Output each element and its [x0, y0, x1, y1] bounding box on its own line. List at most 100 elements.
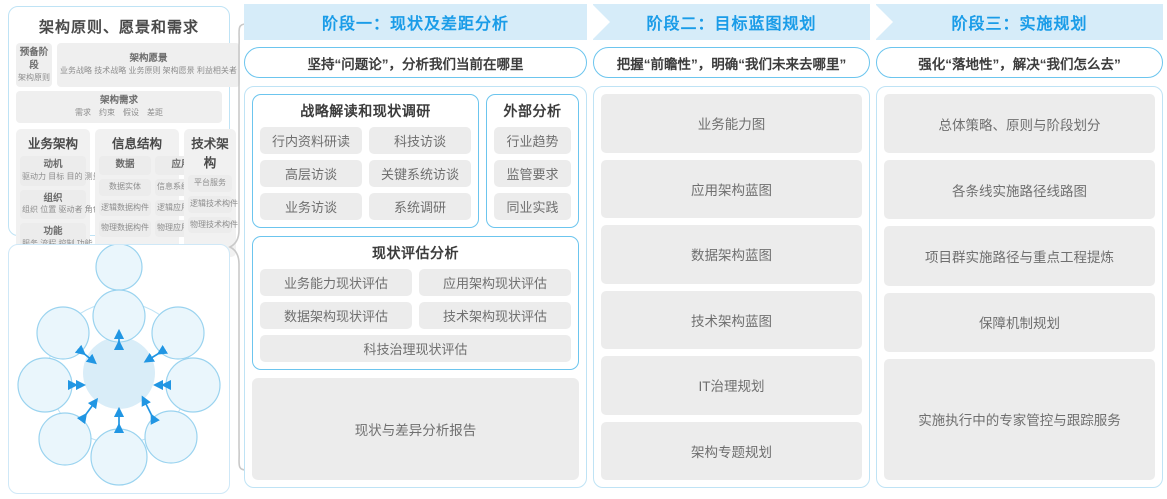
cell-physical-data-component: 物理数据构件	[99, 220, 151, 238]
phase-1-top-sections: 战略解读和现状调研 行内资料研读 科技访谈 高层访谈 关键系统访谈	[252, 94, 579, 228]
chip-item[interactable]: 数据架构蓝图	[601, 225, 862, 284]
chip-item[interactable]: 系统调研	[369, 193, 471, 220]
column-title-information: 信息结构	[111, 137, 162, 152]
section-current-state-assessment: 现状评估分析 业务能力现状评估 应用架构现状评估 数据架构现状评估 技术架构现状…	[252, 236, 579, 370]
information-data-column: 数据 数据实体 逻辑数据构件 物理数据构件	[99, 156, 151, 238]
adm-node-d	[144, 410, 198, 464]
chip-item[interactable]: 高层访谈	[260, 160, 362, 187]
phase-3-subtitle: 强化“落地性”，解决“我们怎么去”	[876, 47, 1163, 78]
adm-node-h	[36, 306, 90, 360]
chip-item[interactable]: 科技治理现状评估	[260, 335, 571, 362]
cell-organization: 组织 组织 位置 驱动者 角色	[20, 189, 101, 220]
chip-row: 数据架构现状评估 技术架构现状评估	[260, 302, 571, 329]
technical-cells: 平台服务 逻辑技术构件 物理技术构件	[188, 175, 238, 234]
chip-item[interactable]: 数据架构现状评估	[260, 302, 412, 329]
assessment-chip-grid: 业务能力现状评估 应用架构现状评估 数据架构现状评估 技术架构现状评估 科技治理…	[260, 269, 571, 362]
chip-item[interactable]: 架构专题规划	[601, 421, 862, 480]
chip-item[interactable]: 项目群实施路径与重点工程提炼	[884, 226, 1155, 286]
adm-node-prep	[95, 245, 143, 291]
section-title-assessment: 现状评估分析	[372, 245, 459, 261]
phase-2-body: 业务能力图 应用架构蓝图 数据架构蓝图 技术架构蓝图 IT治理规划 架构专题规划	[593, 86, 870, 488]
phase-1-body: 战略解读和现状调研 行内资料研读 科技访谈 高层访谈 关键系统访谈	[244, 86, 587, 488]
external-chip-grid: 行业趋势 监管要求 同业实践	[494, 127, 571, 220]
column-title-business: 业务架构	[27, 137, 78, 152]
chip-item[interactable]: 各条线实施路径线路图	[884, 160, 1155, 220]
adm-node-g	[17, 357, 73, 413]
chip-item[interactable]: 保障机制规划	[884, 292, 1155, 352]
cell-physical-technology-component: 物理技术构件	[188, 216, 238, 234]
chip-item[interactable]: 业务访谈	[260, 193, 362, 220]
chip-item[interactable]: IT治理规划	[601, 356, 862, 415]
architecture-vision-box: 架构愿景 业务战略 技术战略 业务原则 架构愿景 利益相关者	[57, 43, 240, 88]
phase-1-title: 阶段一：现状及差距分析	[321, 16, 509, 33]
phase-2-band: 阶段二：目标蓝图规划	[593, 4, 870, 40]
chip-item[interactable]: 业务能力图	[601, 94, 862, 153]
phase-1-subtitle: 坚持“问题论”，分析我们当前在哪里	[244, 47, 587, 78]
adm-center-circle	[83, 337, 155, 409]
framework-title: 架构原则、愿景和需求	[38, 19, 199, 36]
adm-node-f	[38, 412, 92, 466]
section-title-strategy: 战略解读和现状调研	[300, 103, 431, 119]
adm-node-b	[151, 306, 205, 360]
chip-item[interactable]: 行内资料研读	[260, 127, 362, 154]
cell-platform-service: 平台服务	[188, 175, 232, 192]
left-panel: 架构原则、愿景和需求 预备阶段 架构原则 架构愿景 业务战略 技术战略 业务原则…	[8, 6, 240, 494]
business-cells: 动机 驱动力 目标 目的 测量 组织 组织 位置 驱动者 角色 功能 服务 流程…	[20, 156, 101, 253]
chip-item[interactable]: 技术架构现状评估	[419, 302, 571, 329]
column-business-architecture: 业务架构 动机 驱动力 目标 目的 测量 组织 组织 位置 驱动者 角色 功能	[16, 129, 101, 257]
chip-row: 业务能力现状评估 应用架构现状评估	[260, 269, 571, 296]
phase-2-title: 阶段二：目标蓝图规划	[646, 16, 817, 33]
framework-top-row: 预备阶段 架构原则 架构愿景 业务战略 技术战略 业务原则 架构愿景 利益相关者	[16, 43, 240, 88]
strategy-chip-grid: 行内资料研读 科技访谈 高层访谈 关键系统访谈 业务访谈 系统调研	[260, 127, 471, 220]
framework-columns: 业务架构 动机 驱动力 目标 目的 测量 组织 组织 位置 驱动者 角色 功能	[16, 129, 238, 257]
chip-item[interactable]: 应用架构蓝图	[601, 159, 862, 218]
phase-3-item-stack: 总体策略、原则与阶段划分 各条线实施路径线路图 项目群实施路径与重点工程提炼 保…	[884, 94, 1155, 480]
phase-3-band: 阶段三：实施规划	[876, 4, 1163, 40]
phase-column-2: 阶段二：目标蓝图规划 把握“前瞻性”，明确“我们未来去哪里” 业务能力图 应用架…	[593, 4, 870, 496]
chip-row: 业务访谈 系统调研	[260, 193, 471, 220]
requirement-sub: 需求 约束 假设 差距	[75, 108, 163, 118]
phase-column-1: 阶段一：现状及差距分析 坚持“问题论”，分析我们当前在哪里 战略解读和现状调研 …	[244, 4, 587, 496]
chip-item[interactable]: 科技访谈	[369, 127, 471, 154]
prep-stage-sub: 架构原则	[18, 72, 50, 82]
column-information-structure: 信息结构 数据 数据实体 逻辑数据构件	[95, 129, 207, 257]
adm-node-c	[165, 357, 221, 413]
chip-item[interactable]: 应用架构现状评估	[419, 269, 571, 296]
section-title-external: 外部分析	[503, 103, 562, 119]
cell-data: 数据	[99, 156, 151, 175]
chip-item[interactable]: 总体策略、原则与阶段划分	[884, 94, 1155, 154]
gap-analysis-report-box[interactable]: 现状与差异分析报告	[252, 378, 579, 480]
chip-item[interactable]: 行业趋势	[494, 127, 571, 154]
chip-item[interactable]: 技术架构蓝图	[601, 290, 862, 349]
chip-item[interactable]: 实施执行中的专家管控与跟踪服务	[884, 358, 1155, 480]
information-subcolumns: 数据 数据实体 逻辑数据构件 物理数据构件	[99, 156, 207, 238]
adm-cycle-card: 预备 阶段 需求 管理 A 架构愿景 B 业务架构 C 信息系统架构 D 技术架	[8, 244, 230, 494]
phase-column-3: 阶段三：实施规划 强化“落地性”，解决“我们怎么去” 总体策略、原则与阶段划分 …	[876, 4, 1163, 496]
phase-3-body: 总体策略、原则与阶段划分 各条线实施路径线路图 项目群实施路径与重点工程提炼 保…	[876, 86, 1163, 488]
chip-item[interactable]: 关键系统访谈	[369, 160, 471, 187]
prep-stage-box: 预备阶段 架构原则	[16, 43, 52, 88]
phase-3-title: 阶段三：实施规划	[951, 16, 1088, 33]
requirement-head: 架构需求	[99, 95, 138, 107]
phase-2-subtitle: 把握“前瞻性”，明确“我们未来去哪里”	[593, 47, 870, 78]
section-external-analysis: 外部分析 行业趋势 监管要求 同业实践	[486, 94, 579, 228]
brace-connector	[228, 23, 247, 471]
chip-row: 高层访谈 关键系统访谈	[260, 160, 471, 187]
cell-data-entity: 数据实体	[99, 178, 151, 196]
chip-row: 行内资料研读 科技访谈	[260, 127, 471, 154]
column-title-technical: 技术架构	[191, 137, 229, 171]
architecture-requirement-box: 架构需求 需求 约束 假设 差距	[16, 91, 222, 124]
chip-item[interactable]: 业务能力现状评估	[260, 269, 412, 296]
vision-head: 架构愿景	[129, 53, 168, 65]
cell-logical-data-component: 逻辑数据构件	[99, 199, 151, 217]
chip-item[interactable]: 同业实践	[494, 193, 571, 220]
cell-motivation: 动机 驱动力 目标 目的 测量	[20, 156, 101, 186]
architecture-framework-card: 架构原则、愿景和需求 预备阶段 架构原则 架构愿景 业务战略 技术战略 业务原则…	[8, 6, 240, 308]
phase-2-item-stack: 业务能力图 应用架构蓝图 数据架构蓝图 技术架构蓝图 IT治理规划 架构专题规划	[601, 94, 862, 480]
adm-prep-label: 预备 阶段	[91, 493, 147, 494]
chip-item[interactable]: 监管要求	[494, 160, 571, 187]
prep-stage-head: 预备阶段	[19, 47, 49, 71]
cell-logical-technology-component: 逻辑技术构件	[188, 195, 238, 213]
chip-row: 科技治理现状评估	[260, 335, 571, 362]
